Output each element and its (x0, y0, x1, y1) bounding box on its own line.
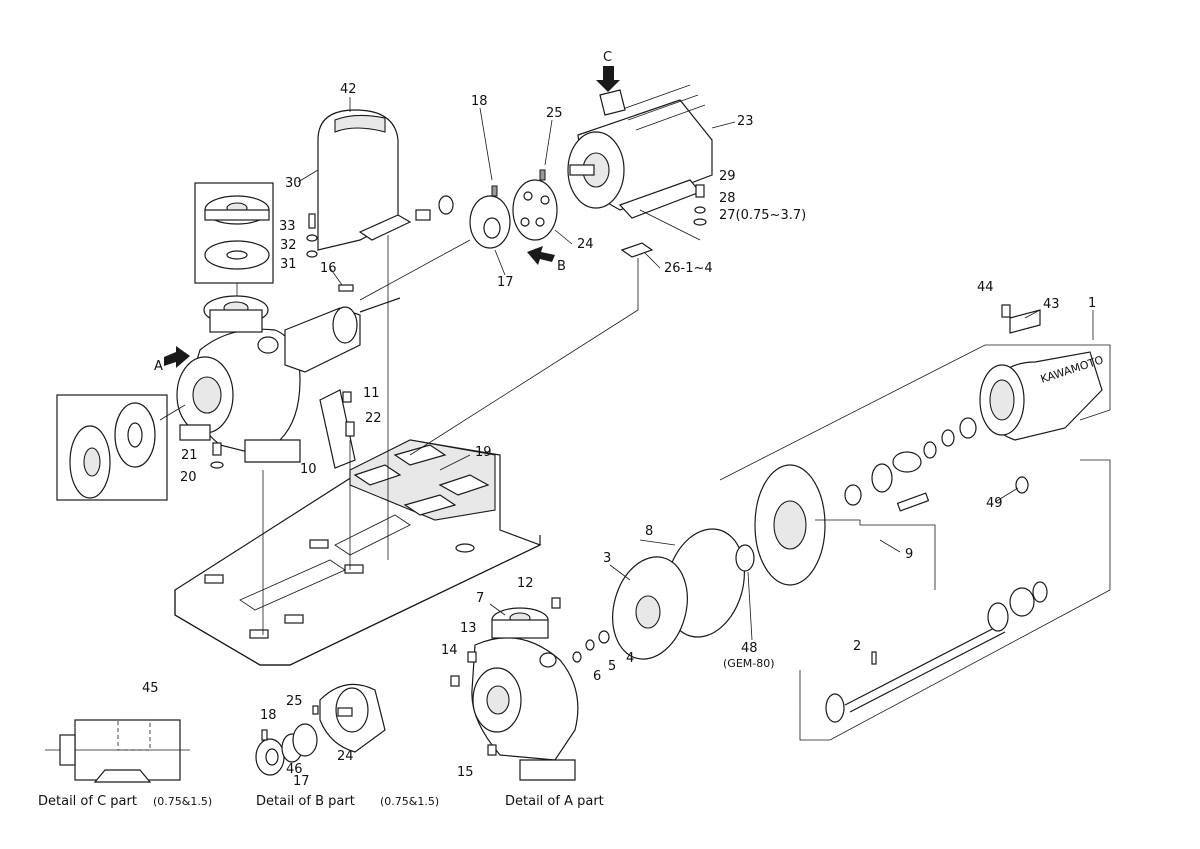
label-15: 15 (457, 765, 474, 780)
label-19: 19 (475, 445, 492, 460)
label-14: 14 (441, 643, 458, 658)
label-43: 43 (1043, 297, 1060, 312)
motor (567, 84, 713, 241)
detail-b-coupling (255, 683, 386, 776)
arrow-c-icon (596, 66, 620, 92)
side-flange-detail (56, 394, 186, 501)
shaft-assembly (825, 581, 1048, 723)
label-7: 7 (476, 591, 484, 606)
arrow-b-label: B (557, 259, 566, 274)
detail-b-label-25: 25 (286, 694, 303, 709)
seal-components (754, 417, 977, 590)
label-10: 10 (300, 462, 317, 477)
label-23: 23 (737, 114, 754, 129)
label-28: 28 (719, 191, 736, 206)
label-3: 3 (603, 551, 611, 566)
part-labels: 1 2 3 4 5 6 7 8 9 10 11 12 13 14 15 16 1… (142, 50, 1105, 789)
small-parts-casing (210, 235, 389, 635)
label-16: 16 (320, 261, 337, 276)
caption-detail-a: Detail of A part (505, 794, 604, 809)
label-22: 22 (365, 411, 382, 426)
label-30: 30 (285, 176, 302, 191)
label-27: 27(0.75~3.7) (719, 208, 806, 223)
label-25: 25 (546, 106, 563, 121)
detail-b-label-24: 24 (337, 749, 354, 764)
pump-casing-assembly (176, 295, 401, 463)
label-20: 20 (180, 470, 197, 485)
label-18: 18 (471, 94, 488, 109)
bolt-stack-31-33 (306, 213, 318, 258)
label-48-note: (GEM-80) (723, 657, 775, 670)
label-44: 44 (977, 280, 994, 295)
arrow-a-label: A (154, 359, 163, 374)
label-32: 32 (280, 238, 297, 253)
coupling-guard (317, 109, 412, 251)
label-17: 17 (497, 275, 514, 290)
caption-detail-c-note: (0.75&1.5) (153, 795, 212, 808)
caption-detail-b-note: (0.75&1.5) (380, 795, 439, 808)
label-31: 31 (280, 257, 297, 272)
label-49: 49 (986, 496, 1003, 511)
label-12: 12 (517, 576, 534, 591)
impeller-oring (572, 528, 755, 663)
leader-lines (297, 97, 1094, 641)
shim-26 (620, 242, 654, 258)
arrow-a-icon (164, 346, 190, 368)
label-8: 8 (645, 524, 653, 539)
detail-b-label-18: 18 (260, 708, 277, 723)
detail-a-pump (450, 597, 579, 781)
detail-b-label-17: 17 (293, 774, 310, 789)
label-48: 48 (741, 641, 758, 656)
label-1: 1 (1088, 296, 1096, 311)
label-26: 26-1~4 (664, 261, 713, 276)
detail-b-label-46: 46 (286, 762, 303, 777)
bolt-stack-27-29 (693, 184, 707, 226)
arrow-c-label: C (603, 50, 612, 65)
label-33: 33 (279, 219, 296, 234)
label-29: 29 (719, 169, 736, 184)
arrow-b-icon (527, 246, 555, 265)
caption-detail-b: Detail of B part (256, 794, 355, 809)
leader-shim (409, 258, 639, 456)
label-6: 6 (593, 669, 601, 684)
label-5: 5 (608, 659, 616, 674)
caption-detail-c: Detail of C part (38, 794, 137, 809)
label-11: 11 (363, 386, 380, 401)
base-plate (174, 439, 542, 666)
coupling-assembly (415, 169, 558, 249)
detail-c-motor (45, 719, 190, 783)
upper-flange-detail (194, 182, 274, 296)
bracket-assembly-1 (719, 304, 1111, 741)
label-13: 13 (460, 621, 477, 636)
label-24: 24 (577, 237, 594, 252)
label-9: 9 (905, 547, 913, 562)
shaft-axis-line (359, 239, 471, 301)
detail-captions: Detail of C part (0.75&1.5) Detail of B … (38, 794, 604, 809)
label-2: 2 (853, 639, 861, 654)
label-21: 21 (181, 448, 198, 463)
detail-c-label-45: 45 (142, 681, 159, 696)
label-4: 4 (626, 651, 634, 666)
label-42: 42 (340, 82, 357, 97)
